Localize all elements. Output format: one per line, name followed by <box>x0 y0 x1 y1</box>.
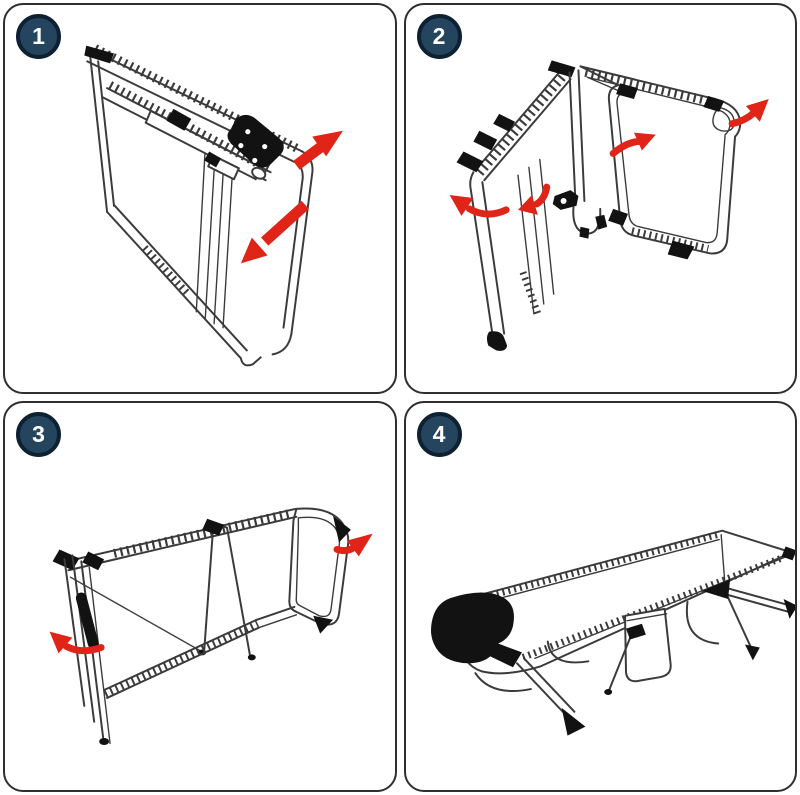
hinge-clip <box>456 151 483 173</box>
folded-cot-frame <box>84 44 314 367</box>
bottom-spring-rail <box>103 605 298 699</box>
step-number-2: 2 <box>432 23 446 49</box>
red-curved-arrow-left-icon <box>449 195 510 218</box>
carry-handle <box>75 592 99 649</box>
red-arrow-down-left-icon <box>240 200 309 264</box>
crossbar-tube <box>144 109 262 181</box>
long-top-rail <box>52 507 298 572</box>
step-badge-2: 2 <box>416 14 462 59</box>
black-arrow-left-icon <box>701 579 730 599</box>
red-curved-arrow-up-right-icon <box>333 533 373 557</box>
step-badge-3: 3 <box>16 412 61 457</box>
illustration-cot-folded-upright <box>84 44 343 367</box>
step-badge-1: 1 <box>16 14 61 59</box>
foot-cap <box>561 707 585 736</box>
illustration-cot-unfolded-on-side <box>49 507 373 745</box>
side-pocket <box>623 607 672 683</box>
step-panel-4: 4 <box>403 401 797 792</box>
left-folded-section <box>456 60 575 351</box>
red-curved-arrow-down-left-icon <box>517 183 550 215</box>
step-badge-4: 4 <box>416 412 462 457</box>
hinge-plate <box>227 114 284 168</box>
left-end-assembly <box>63 554 204 745</box>
step-number-4: 4 <box>432 421 446 447</box>
right-open-section <box>578 65 741 260</box>
step-number-1: 1 <box>32 23 45 49</box>
spring-coils <box>483 531 718 601</box>
center-legs <box>552 69 607 239</box>
foot-cap <box>486 331 507 351</box>
cot-legs <box>473 533 795 736</box>
middle-legs <box>198 518 256 661</box>
corner-loop <box>711 107 735 132</box>
red-curved-arrow-right-icon <box>609 132 656 157</box>
rail-clamp <box>166 108 192 131</box>
bed-deck <box>459 529 795 675</box>
red-curved-arrow-up-right-icon <box>728 99 769 128</box>
end-cap <box>84 45 115 64</box>
illustration-cot-assembled <box>430 529 795 736</box>
step-panel-3: 3 <box>3 401 397 792</box>
step-panel-2: 2 <box>403 3 797 394</box>
red-curved-arrow-left-icon <box>49 631 105 655</box>
red-arrow-up-right-icon <box>293 130 343 170</box>
step-panel-1: 1 <box>3 3 397 394</box>
step-number-3: 3 <box>32 421 45 447</box>
right-end-frame <box>288 507 351 634</box>
headrest-pillow <box>430 592 522 668</box>
illustration-cot-half-unfolded <box>449 60 769 351</box>
